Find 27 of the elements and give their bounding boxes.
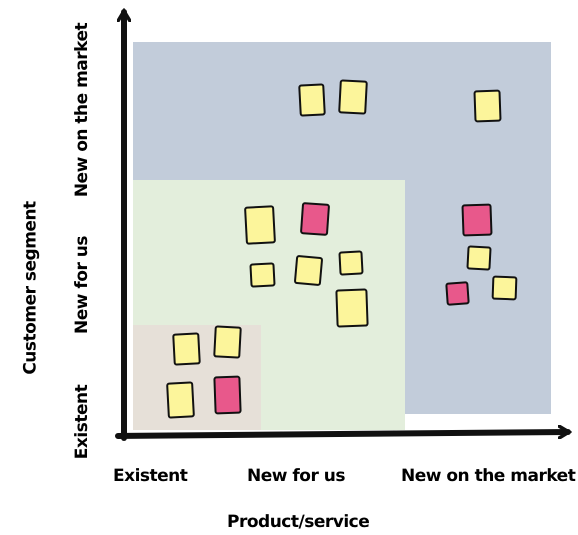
sticky-note <box>335 288 369 328</box>
matrix-region <box>133 325 261 430</box>
sticky-note <box>213 325 242 359</box>
axis-tick-label: New for us <box>72 236 92 334</box>
axis-tick-label: Existent <box>72 384 92 460</box>
axis-tick-label: Existent <box>113 466 188 486</box>
sticky-note <box>166 381 195 419</box>
sticky-note <box>473 90 502 122</box>
sticky-note <box>294 254 324 286</box>
sticky-note <box>461 203 493 237</box>
sticky-note <box>492 276 518 300</box>
sticky-note <box>338 79 368 115</box>
axis-title: Customer segment <box>20 201 40 375</box>
sticky-note <box>249 262 276 288</box>
axis-tick-label: New on the market <box>72 22 92 198</box>
sticky-note <box>172 332 201 366</box>
sticky-note <box>213 376 242 414</box>
sticky-note <box>298 83 326 117</box>
matrix-region <box>133 180 405 430</box>
sticky-note <box>466 245 492 271</box>
axis-title: Product/service <box>227 512 370 532</box>
sticky-note <box>244 205 276 245</box>
axis-tick-label: New for us <box>247 466 345 486</box>
sticky-note <box>445 281 470 306</box>
sticky-note <box>300 202 330 236</box>
axis-tick-label: New on the market <box>401 466 576 486</box>
sticky-note <box>338 250 364 276</box>
